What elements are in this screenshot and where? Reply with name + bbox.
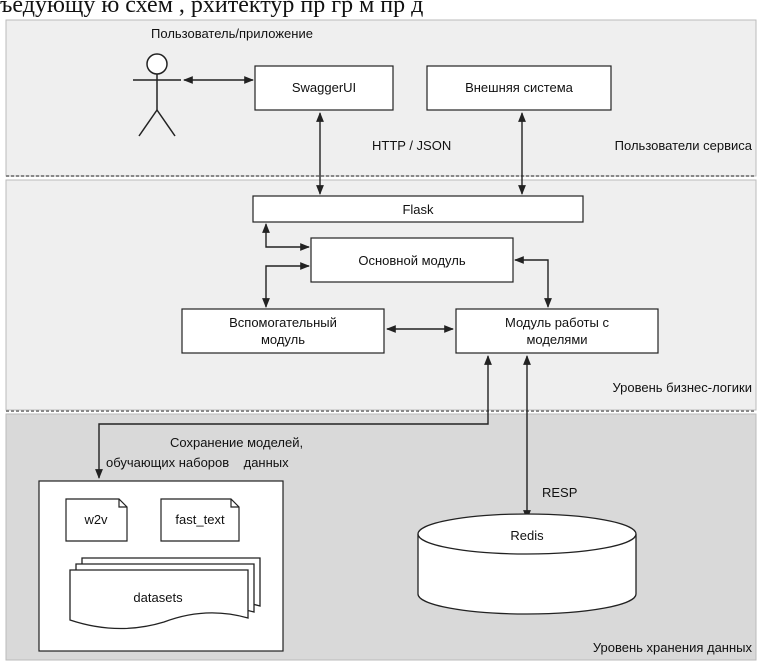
top-text-fragment: ъедующу ю схем , рхитектур пр гр м пр д (0, 0, 423, 18)
core-module-box (310, 237, 514, 283)
storage-zone-label: Уровень хранения данных (593, 640, 753, 655)
save-label-line2: обучающих наборов данных (106, 455, 289, 470)
helper-module-box (181, 308, 385, 354)
models-module-label-line1: Модуль работы с (505, 315, 609, 330)
save-label-line1: Сохранение моделей, (170, 435, 303, 450)
w2v-file-icon (65, 498, 128, 542)
models-module-box (455, 308, 659, 354)
core-module-label: Основной модуль (358, 253, 465, 268)
external-system-box (426, 65, 612, 111)
flask-label: Flask (402, 202, 434, 217)
core-models-arrow (514, 256, 552, 308)
fast-text-label: fast_text (175, 512, 225, 527)
business-zone-label: Уровень бизнес-логики (612, 380, 752, 395)
users-zone-title: Пользователь/приложение (151, 26, 313, 41)
resp-label: RESP (542, 485, 577, 500)
datasets-label: datasets (133, 590, 183, 605)
flask-core-arrow (262, 223, 310, 251)
w2v-label: w2v (83, 512, 108, 527)
http-json-label: HTTP / JSON (372, 138, 451, 153)
models-module-label-line2: моделями (526, 332, 587, 347)
swaggerui-box (254, 65, 394, 111)
users-zone-label: Пользователи сервиса (615, 138, 753, 153)
datasets-documents-icon (69, 557, 261, 630)
flask-box (252, 195, 584, 223)
helper-core-arrow (262, 262, 310, 308)
helper-module-label-line1: Вспомогательный (229, 315, 337, 330)
redis-label: Redis (510, 528, 544, 543)
redis-database-icon (417, 513, 637, 615)
swaggerui-label: SwaggerUI (292, 80, 356, 95)
user-actor-icon (133, 53, 181, 137)
external-system-label: Внешняя система (465, 80, 574, 95)
helper-module-label-line2: модуль (261, 332, 305, 347)
fast-text-file-icon (160, 498, 240, 542)
models-storage-arrow (95, 355, 492, 479)
